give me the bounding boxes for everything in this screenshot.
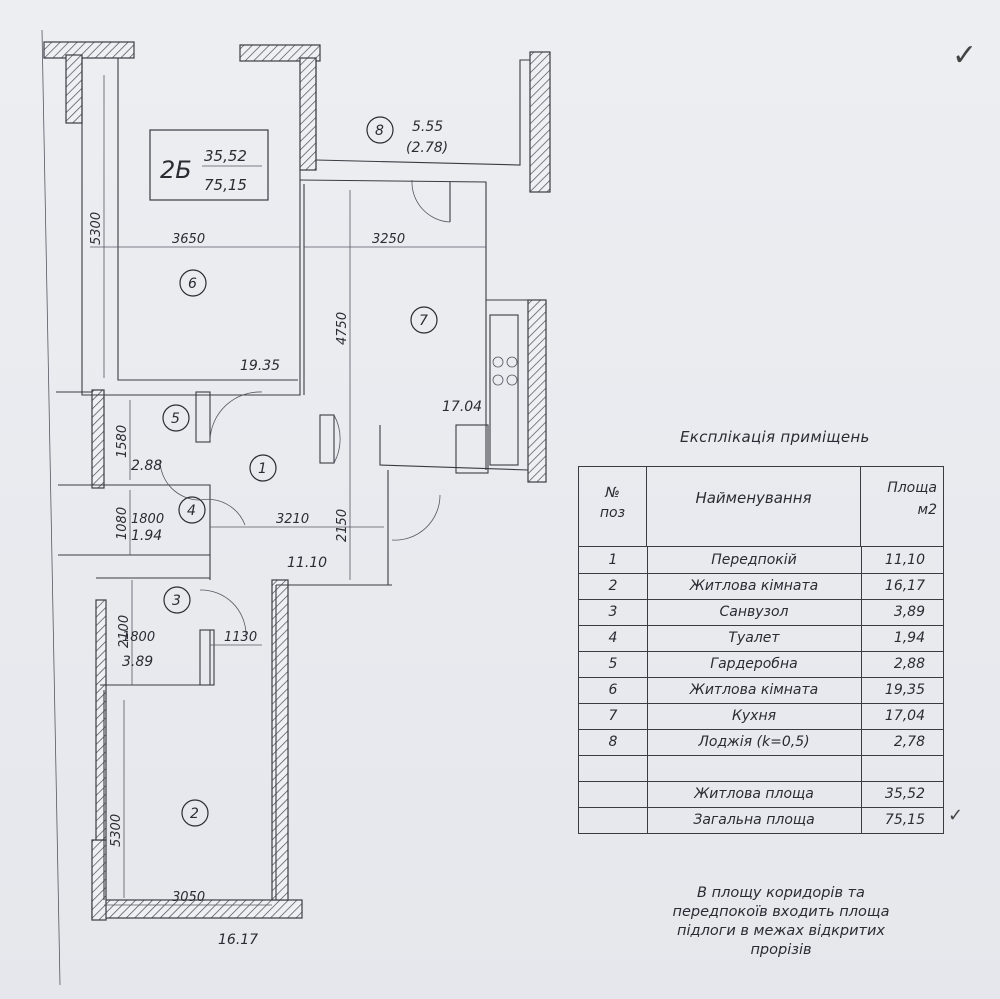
dim-label: 1800 (131, 512, 164, 527)
room-3-marker (163, 586, 191, 614)
note-line: передпокоїв входить площа (672, 904, 890, 920)
dim-label: 2150 (335, 509, 350, 542)
room-2-marker (181, 799, 209, 827)
head-area-a: Площа (887, 480, 937, 496)
room-area: 1.94 (131, 528, 162, 544)
note-line: В площу коридорів та (697, 885, 865, 901)
room-area: 19.35 (240, 358, 280, 374)
stove-icon (492, 356, 518, 386)
note-line: підлоги в межах відкритих (677, 923, 885, 939)
wall-lines (56, 56, 530, 900)
room-4-marker (178, 496, 206, 524)
table-row-empty (579, 755, 943, 782)
room-5-marker (162, 404, 190, 432)
legend-title: Експлікація приміщень (680, 428, 870, 446)
apartment-stamp-box (149, 129, 269, 201)
room-num: 5 (171, 411, 180, 427)
sheet-edge-line (41, 29, 61, 986)
dim-label: 4750 (335, 312, 350, 345)
legend-head-num: № поз (579, 467, 647, 547)
checkmark-icon: ✓ (948, 805, 964, 826)
apartment-total-area: 75,15 (204, 176, 247, 194)
dim-label: 5300 (89, 212, 104, 245)
legend-head-name: Найменування (647, 467, 861, 547)
room-area: 3.89 (122, 654, 153, 670)
room-area: 17.04 (442, 399, 482, 415)
room-num: 8 (375, 123, 384, 139)
head-num-a: № (605, 485, 620, 501)
room-8-marker (366, 116, 394, 144)
note-text: В площу коридорів та передпокоїв входить… (636, 884, 926, 960)
dim-label: 1130 (224, 630, 257, 645)
dim-label: 3210 (276, 512, 309, 527)
room-num: 1 (258, 461, 267, 477)
note-line: прорізів (750, 942, 812, 958)
room-area: 2.88 (131, 458, 162, 474)
room-6-marker (179, 269, 207, 297)
head-area-b: м2 (917, 502, 937, 518)
dim-label: 3050 (172, 890, 205, 905)
room-7-marker (410, 306, 438, 334)
room-area: 11.10 (287, 555, 327, 571)
room-num: 6 (188, 276, 197, 292)
door-swings (159, 179, 451, 636)
room-num: 3 (172, 593, 181, 609)
dim-label: 1800 (122, 630, 155, 645)
room-num: 2 (190, 806, 199, 822)
room-1-marker (249, 454, 277, 482)
checkmark-icon: ✓ (952, 38, 978, 73)
dim-label: 5300 (109, 814, 124, 847)
legend-head-area: Площа м2 (861, 467, 943, 547)
dim-label: 3250 (372, 232, 405, 247)
room-area: 16.17 (218, 932, 258, 948)
head-num-b: поз (599, 505, 626, 521)
apartment-living-area: 35,52 (204, 147, 247, 165)
dim-label: 3650 (172, 232, 205, 247)
dim-label: 1580 (115, 425, 130, 458)
dim-label: 2100 (117, 615, 132, 648)
room-area: 5.55 (412, 119, 443, 135)
room-markers (162, 116, 438, 827)
room-area-secondary: (2.78) (406, 140, 448, 156)
dimension-lines (90, 75, 486, 906)
dim-label: 1080 (115, 507, 130, 540)
room-num: 7 (419, 313, 428, 329)
apartment-code: 2Б (160, 156, 192, 184)
room-num: 4 (187, 503, 196, 519)
exterior-walls (43, 41, 551, 921)
